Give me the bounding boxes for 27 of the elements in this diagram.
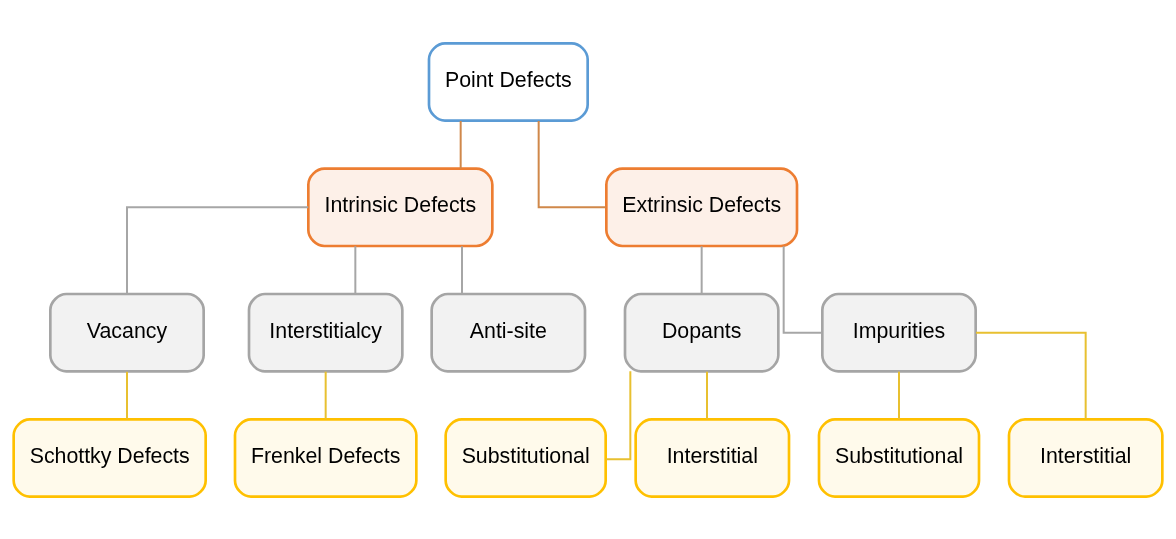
connector	[126, 370, 128, 420]
connector	[537, 119, 607, 208]
node-box: Substitutional	[444, 417, 607, 498]
node-box: Interstitial	[634, 417, 791, 498]
node-box: Schottky Defects	[12, 417, 207, 498]
connector	[459, 119, 462, 169]
node-box: Vacancy	[49, 292, 205, 373]
connector	[700, 244, 703, 295]
node-box: Interstitial	[1007, 417, 1164, 498]
connector	[706, 370, 708, 420]
node-box: Dopants	[623, 292, 780, 373]
connector	[461, 244, 463, 295]
node-box: Frenkel Defects	[233, 417, 418, 498]
connector	[782, 244, 824, 334]
connector	[126, 205, 310, 295]
node-box: Intrinsic Defects	[307, 166, 494, 247]
connector	[324, 370, 327, 420]
node-box: Interstitialcy	[247, 292, 404, 373]
node-box: Anti-site	[430, 292, 587, 373]
node-box: Extrinsic Defects	[605, 166, 799, 247]
connector	[354, 244, 357, 295]
connector	[605, 369, 632, 460]
node-box: Impurities	[821, 292, 977, 373]
connector	[975, 331, 1087, 420]
node-box: Point Defects	[427, 41, 589, 122]
node-box: Substitutional	[817, 417, 981, 498]
connector	[898, 370, 900, 420]
